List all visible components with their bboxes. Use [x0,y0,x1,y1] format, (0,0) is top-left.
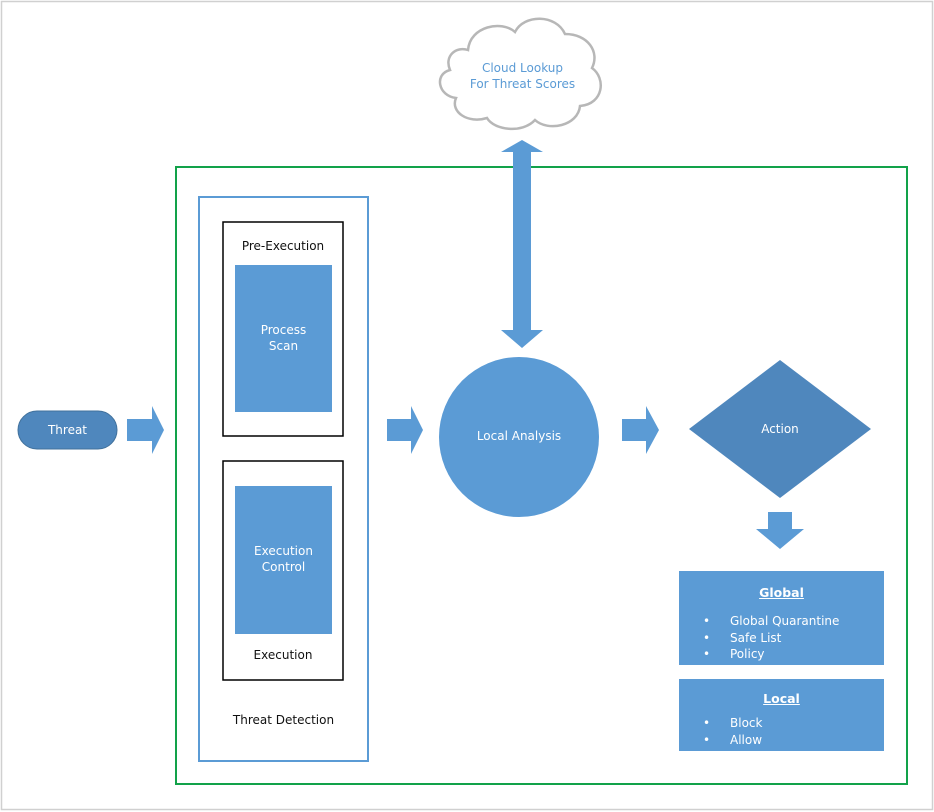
execution-control-label: Execution Control [254,544,313,574]
list-item: Policy [703,646,839,663]
list-item: Global Quarantine [703,613,839,630]
global-outcome-list: Global Quarantine Safe List Policy [703,613,839,663]
list-item: Block [703,715,762,732]
action-node [689,360,871,498]
execution-control-block [235,486,332,634]
threat-label: Threat [47,423,88,437]
arrow-threat-to-detection [127,406,164,454]
process-scan-block [235,265,332,412]
cloud-shape [438,17,602,130]
execution-label: Execution [253,648,313,662]
global-outcome-panel: Global Global Quarantine Safe List Polic… [679,571,884,665]
local-analysis-node [439,357,599,517]
local-outcome-list: Block Allow [703,715,762,748]
global-outcome-title: Global [759,585,804,600]
list-item: Allow [703,732,762,749]
system-boundary [175,166,908,785]
threat-detection-container [198,196,369,762]
pre-execution-label: Pre-Execution [241,239,325,253]
threat-node [17,410,118,450]
local-outcome-panel: Local Block Allow [679,679,884,751]
local-outcome-title: Local [763,691,800,706]
action-label: Action [761,422,799,436]
arrow-detection-to-analysis [387,406,423,454]
process-scan-label: Process Scan [260,323,307,353]
arrow-analysis-cloud [501,140,543,348]
local-analysis-label: Local Analysis [476,429,562,443]
threat-detection-label: Threat Detection [232,713,335,727]
cloud-label: Cloud Lookup For Threat Scores [469,61,576,91]
arrow-analysis-to-action [622,406,659,454]
list-item: Safe List [703,630,839,647]
arrow-action-to-outcomes [756,512,804,549]
